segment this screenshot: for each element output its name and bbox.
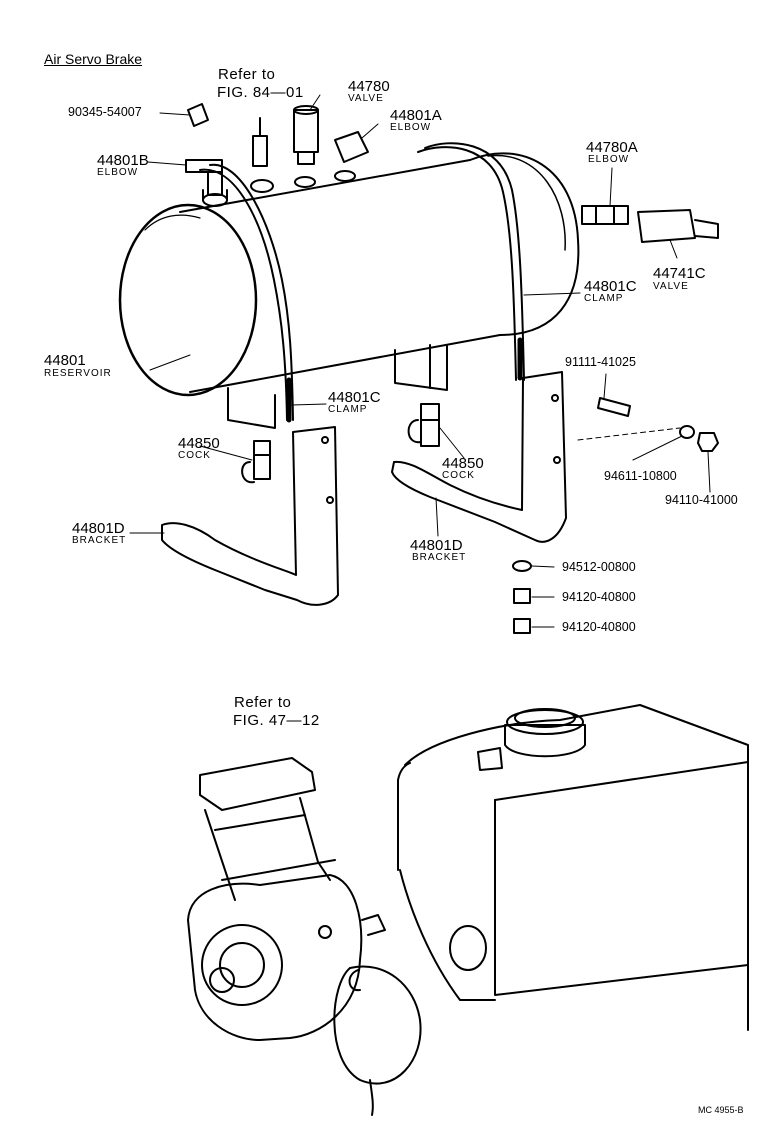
fitting-90345 [188, 104, 208, 126]
part-94120-40800-b: 94120-40800 [562, 620, 636, 634]
bracket-left [162, 427, 338, 605]
part-44801c-left-name: CLAMP [328, 404, 368, 415]
cock-right [409, 404, 439, 446]
part-44780a-number: 44780A [586, 139, 638, 156]
part-91111-41025: 91111-41025 [565, 355, 636, 369]
elbow-44801b [186, 160, 222, 195]
diagram-title: Air Servo Brake [44, 51, 143, 67]
hardware-stack [513, 398, 718, 633]
clamp-right [418, 143, 524, 380]
part-44801-number: 44801 [44, 352, 86, 369]
ref-fig47-line2: FIG. 47—12 [233, 712, 320, 729]
part-44801a-name: ELBOW [390, 122, 432, 133]
tank-fittings [203, 171, 355, 206]
round-cover [334, 967, 420, 1115]
elbow-44801a [335, 132, 368, 162]
part-44801c-left-number: 44801C [328, 389, 381, 406]
part-44741c-name: VALVE [653, 281, 689, 292]
part-44741c-number: 44741C [653, 265, 706, 282]
part-44801-name: RESERVOIR [44, 368, 112, 379]
part-44801d-right-number: 44801D [410, 537, 463, 554]
compressor [188, 758, 385, 1040]
diagram-code: MC 4955-B [698, 1105, 744, 1115]
reservoir-tank [120, 153, 578, 395]
ref-fig84-line2: FIG. 84—01 [217, 84, 304, 101]
part-90345-54007: 90345-54007 [68, 105, 142, 119]
part-44801a-number: 44801A [390, 107, 442, 124]
leader-lines [130, 95, 710, 627]
part-44780-name: VALVE [348, 93, 384, 104]
ref-fig47-line1: Refer to [234, 694, 292, 711]
ref-fig84-line1: Refer to [218, 66, 276, 83]
part-94110-41000: 94110-41000 [665, 493, 738, 507]
part-44850-right-number: 44850 [442, 455, 484, 472]
part-94611-10800: 94611-10800 [604, 469, 677, 483]
part-44850-left-name: COCK [178, 450, 211, 461]
valve-44741c [638, 210, 718, 242]
part-44780-number: 44780 [348, 78, 390, 95]
tank-saddles [228, 345, 447, 428]
cock-left [242, 441, 270, 482]
part-44801b-name: ELBOW [97, 167, 139, 178]
part-44801d-right-name: BRACKET [412, 552, 467, 563]
engine-cover [398, 705, 748, 1030]
elbow-44780a [582, 206, 628, 224]
part-44850-right-name: COCK [442, 470, 475, 481]
part-44801c-right-number: 44801C [584, 278, 637, 295]
clamp-left [200, 165, 293, 420]
part-44801c-right-name: CLAMP [584, 293, 624, 304]
part-44801d-left-number: 44801D [72, 520, 125, 537]
valve-44780 [294, 106, 318, 164]
part-44850-left-number: 44850 [178, 435, 220, 452]
part-94120-40800-a: 94120-40800 [562, 590, 636, 604]
part-44801b-number: 44801B [97, 152, 149, 169]
part-44801d-left-name: BRACKET [72, 535, 127, 546]
fig84-fitting [253, 118, 267, 166]
part-44780a-name: ELBOW [588, 154, 630, 165]
bracket-right [392, 372, 566, 542]
part-94512-00800: 94512-00800 [562, 560, 636, 574]
